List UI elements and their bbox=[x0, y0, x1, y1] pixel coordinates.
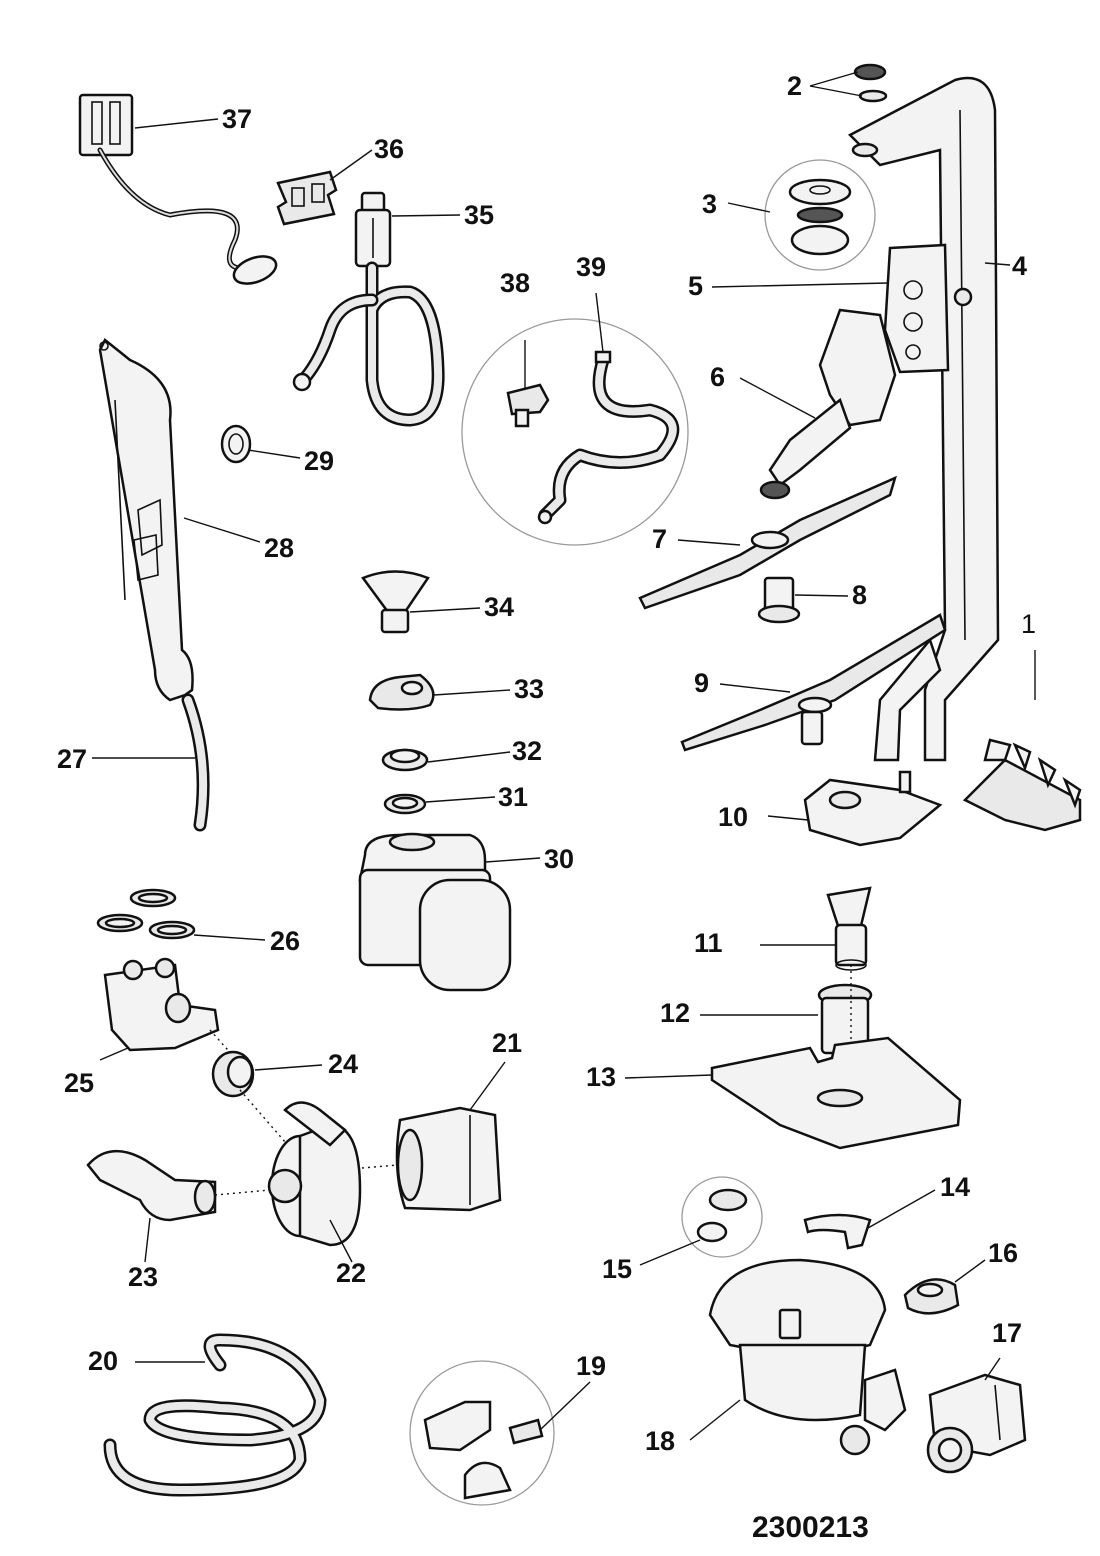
part-12-filter-cup bbox=[700, 965, 873, 1110]
label-part-20: 20 bbox=[88, 1346, 118, 1376]
part-8-connector bbox=[757, 576, 849, 624]
label-part-9: 9 bbox=[694, 668, 709, 698]
part-11-filter bbox=[760, 886, 872, 971]
label-part-1: 1 bbox=[1021, 609, 1036, 639]
label-part-2: 2 bbox=[787, 71, 802, 101]
label-part-31: 31 bbox=[498, 782, 528, 812]
label-part-37: 37 bbox=[222, 104, 252, 134]
part-22-pump-housing bbox=[214, 1101, 399, 1263]
part-16-cap bbox=[903, 1259, 986, 1315]
label-part-29: 29 bbox=[304, 446, 334, 476]
part-23-hose-bend bbox=[86, 1149, 217, 1263]
label-part-16: 16 bbox=[988, 1238, 1018, 1268]
part-27-pipe bbox=[92, 693, 210, 832]
part-7-upper-spray-arm bbox=[638, 475, 897, 610]
part-25-valve bbox=[99, 957, 236, 1061]
label-part-23: 23 bbox=[128, 1262, 158, 1292]
label-part-8: 8 bbox=[852, 580, 867, 610]
label-part-14: 14 bbox=[940, 1172, 970, 1202]
part-9-lower-spray-arm bbox=[680, 613, 947, 752]
part-1-rail bbox=[962, 650, 1082, 832]
label-part-35: 35 bbox=[464, 200, 494, 230]
label-part-12: 12 bbox=[660, 998, 690, 1028]
part-13-flat-filter bbox=[624, 1036, 962, 1150]
label-part-33: 33 bbox=[514, 674, 544, 704]
label-part-28: 28 bbox=[264, 533, 294, 563]
label-part-32: 32 bbox=[512, 736, 542, 766]
part-10-base bbox=[767, 770, 943, 847]
label-part-21: 21 bbox=[492, 1028, 522, 1058]
label-part-27: 27 bbox=[57, 744, 87, 774]
label-part-26: 26 bbox=[270, 926, 300, 956]
label-part-11: 11 bbox=[694, 928, 723, 958]
part-19-group bbox=[409, 1360, 591, 1506]
part-37-mains-cable bbox=[78, 93, 278, 285]
label-part-19: 19 bbox=[576, 1351, 606, 1381]
label-part-22: 22 bbox=[336, 1258, 366, 1288]
part-4-supply-duct bbox=[847, 76, 1011, 762]
part-24-sleeve bbox=[211, 1050, 323, 1151]
part-6-arm-support bbox=[739, 308, 897, 500]
label-part-13: 13 bbox=[586, 1062, 616, 1092]
label-part-25: 25 bbox=[64, 1068, 94, 1098]
part-18-sump bbox=[689, 1258, 907, 1456]
part-34-funnel bbox=[361, 570, 481, 634]
part-32-nut bbox=[381, 748, 511, 772]
part-28-side-panel bbox=[98, 338, 261, 702]
label-part-38: 38 bbox=[500, 268, 530, 298]
part-3-group bbox=[727, 159, 876, 271]
part-21-motor bbox=[395, 1061, 506, 1212]
part-17-drain-pump bbox=[926, 1357, 1027, 1474]
label-part-15: 15 bbox=[602, 1254, 632, 1284]
label-part-34: 34 bbox=[484, 592, 514, 622]
label-part-17: 17 bbox=[992, 1318, 1022, 1348]
part-5-bracket bbox=[711, 243, 973, 374]
label-part-5: 5 bbox=[688, 271, 703, 301]
part-29-seal bbox=[220, 424, 301, 464]
part-36-clip bbox=[276, 149, 373, 226]
label-part-30: 30 bbox=[544, 844, 574, 874]
label-part-24: 24 bbox=[328, 1049, 358, 1079]
part-35-inlet-hose bbox=[292, 191, 461, 427]
label-part-7: 7 bbox=[652, 524, 667, 554]
part-15-group bbox=[639, 1176, 763, 1266]
part-30-softener bbox=[358, 832, 541, 992]
part-14-lever bbox=[803, 1189, 936, 1250]
label-part-3: 3 bbox=[702, 189, 717, 219]
label-part-6: 6 bbox=[710, 362, 725, 392]
part-33-cover bbox=[368, 673, 511, 711]
part-31-gasket bbox=[383, 793, 496, 815]
label-part-36: 36 bbox=[374, 134, 404, 164]
part-26-gaskets bbox=[96, 888, 266, 941]
part-number-labels: 1 2 3 4 5 6 7 8 9 10 11 12 13 14 15 16 1… bbox=[57, 71, 1036, 1544]
label-part-39: 39 bbox=[576, 252, 606, 282]
part-20-drain-hose bbox=[103, 1333, 327, 1497]
part-38-39-group bbox=[461, 292, 689, 546]
label-part-10: 10 bbox=[718, 802, 748, 832]
label-part-18: 18 bbox=[645, 1426, 675, 1456]
part-2-nut-set bbox=[809, 63, 888, 103]
drawing-number: 2300213 bbox=[752, 1511, 869, 1544]
label-part-4: 4 bbox=[1012, 251, 1027, 281]
